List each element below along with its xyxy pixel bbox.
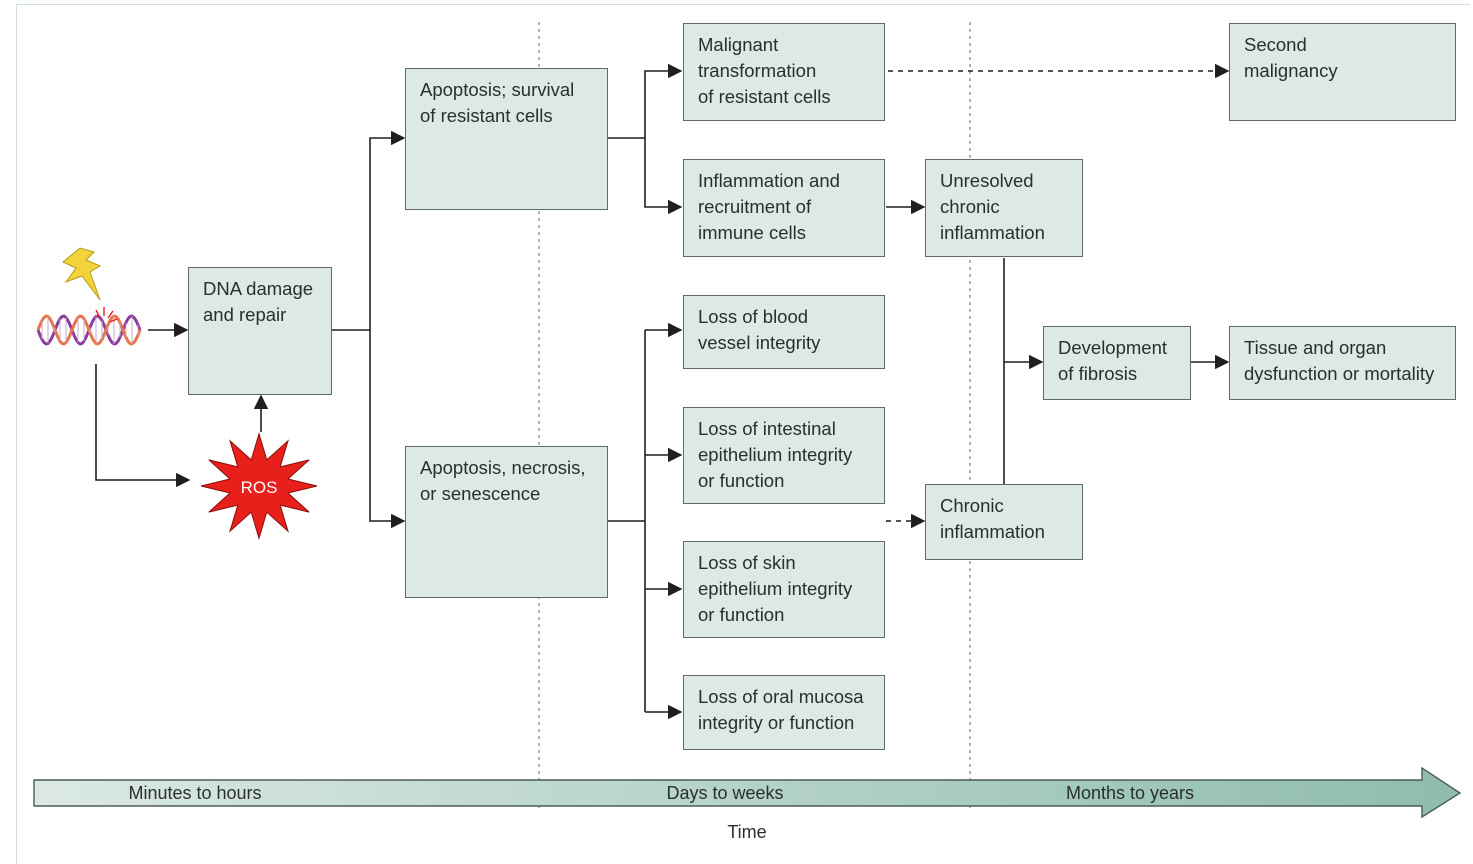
node-apoptosis-survival-label: Apoptosis; survival of resistant cells [420, 79, 575, 126]
timeline-phase-months: Months to years [1065, 783, 1195, 803]
node-blood-vessel-label: Loss of blood vessel integrity [698, 306, 821, 353]
figure-frame [16, 4, 1470, 864]
lightning-icon [62, 247, 102, 301]
node-oral-label: Loss of oral mucosa integrity or functio… [698, 686, 864, 733]
connector-damage-down [369, 330, 406, 529]
node-intestinal-label: Loss of intestinal epithelium integrity … [698, 418, 853, 491]
node-tissue-dysfunction: Tissue and organ dysfunction or mortalit… [1229, 326, 1456, 400]
connector-survival-down [644, 138, 683, 215]
node-intestinal: Loss of intestinal epithelium integrity … [683, 407, 885, 504]
connector-survival-split [608, 63, 683, 139]
node-second-malignancy: Second malignancy [1229, 23, 1456, 121]
node-fibrosis-label: Development of fibrosis [1058, 337, 1168, 384]
node-malignant: Malignant transformation of resistant ce… [683, 23, 885, 121]
node-apoptosis-necrosis: Apoptosis, necrosis, or senescence [405, 446, 608, 598]
node-dna-damage-label: DNA damage and repair [203, 278, 314, 325]
dna-break-icon [95, 307, 118, 323]
node-skin: Loss of skin epithelium integrity or fun… [683, 541, 885, 638]
node-unresolved-inflammation-label: Unresolved chronic inflammation [940, 170, 1045, 243]
node-inflammation-recruitment-label: Inflammation and recruitment of immune c… [698, 170, 840, 243]
timeline-phase-days: Days to weeks [666, 783, 784, 803]
node-tissue-dysfunction-label: Tissue and organ dysfunction or mortalit… [1244, 337, 1435, 384]
node-apoptosis-survival: Apoptosis; survival of resistant cells [405, 68, 608, 210]
node-apoptosis-necrosis-label: Apoptosis, necrosis, or senescence [420, 457, 586, 504]
node-fibrosis: Development of fibrosis [1043, 326, 1191, 400]
phase-separators [538, 22, 971, 808]
arrow-dna-to-ros [95, 364, 191, 488]
node-chronic-inflammation-label: Chronic inflammation [940, 495, 1045, 542]
node-malignant-label: Malignant transformation of resistant ce… [698, 34, 831, 107]
timeline-arrow [33, 766, 1462, 819]
node-oral: Loss of oral mucosa integrity or functio… [683, 675, 885, 750]
connector-damage-split [332, 130, 406, 331]
node-blood-vessel: Loss of blood vessel integrity [683, 295, 885, 369]
time-axis-label: Time [727, 822, 767, 842]
node-dna-damage: DNA damage and repair [188, 267, 332, 395]
connectors [95, 63, 1230, 720]
timeline-phase-minutes: Minutes to hours [128, 783, 262, 803]
ros-label: ROS [241, 478, 278, 497]
node-skin-label: Loss of skin epithelium integrity or fun… [698, 552, 853, 625]
node-inflammation-recruitment: Inflammation and recruitment of immune c… [683, 159, 885, 257]
node-chronic-inflammation: Chronic inflammation [925, 484, 1083, 560]
node-unresolved-inflammation: Unresolved chronic inflammation [925, 159, 1083, 257]
node-second-malignancy-label: Second malignancy [1244, 34, 1338, 81]
dna-helix-icon [36, 314, 142, 346]
ros-burst-icon [200, 432, 318, 540]
